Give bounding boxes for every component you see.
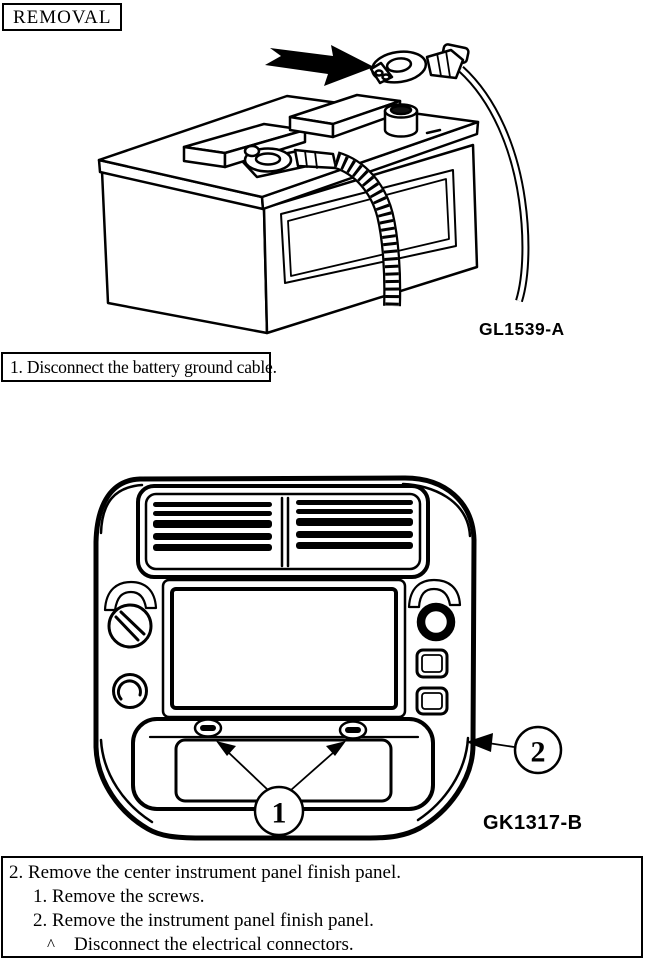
ribbed-battery-cable [332,151,402,307]
switch-button-top [415,648,449,679]
pointer-arrow-icon [265,45,374,86]
battery-post [383,103,442,138]
step2-main-line: 2. Remove the center instrument panel fi… [9,862,402,883]
note-text: Disconnect the electrical connectors. [74,934,354,955]
step2-sub1-line: 1. Remove the screws. [33,886,205,907]
section-title-box: REMOVAL [2,3,122,31]
battery-vent-cap-right [288,93,402,139]
screw-left [193,718,223,738]
lower-tray [131,717,435,811]
figure1-label: GL1539-A [479,319,565,339]
screw-right [338,720,368,740]
section-title: REMOVAL [13,7,112,28]
radio-opening [161,578,407,719]
right-trim-arc [407,578,462,609]
battery-illustration [97,43,530,335]
ground-cable [458,66,530,303]
step2-note-line: ^ Disconnect the electrical connectors. [3,933,641,957]
dimmer-knob [112,673,148,709]
callout-1: 1 [216,741,346,837]
step1-caption: 1. Disconnect the battery ground cable. [10,357,277,377]
battery-body [100,143,479,335]
figure2-label: GK1317-B [483,812,583,834]
wiper-knob [416,602,456,642]
callout-2: 2 [466,725,563,775]
left-trim-arc [103,580,158,612]
callout-1-number: 1 [272,797,287,830]
note-bullet-marker: ^ [47,935,55,954]
battery-terminal-clamp [241,144,338,179]
switch-button-bottom [415,686,449,716]
step2-sub2-line: 2. Remove the instrument panel finish pa… [33,910,374,931]
callout-2-number: 2 [531,736,546,769]
instrument-panel-illustration: 1 2 [93,475,563,841]
air-vents [136,484,430,579]
ground-cable-terminal [369,43,470,85]
headlight-knob [107,603,153,649]
step1-caption-box: 1. Disconnect the battery ground cable. [1,352,277,382]
step2-instructions-box: 2. Remove the center instrument panel fi… [1,856,643,958]
